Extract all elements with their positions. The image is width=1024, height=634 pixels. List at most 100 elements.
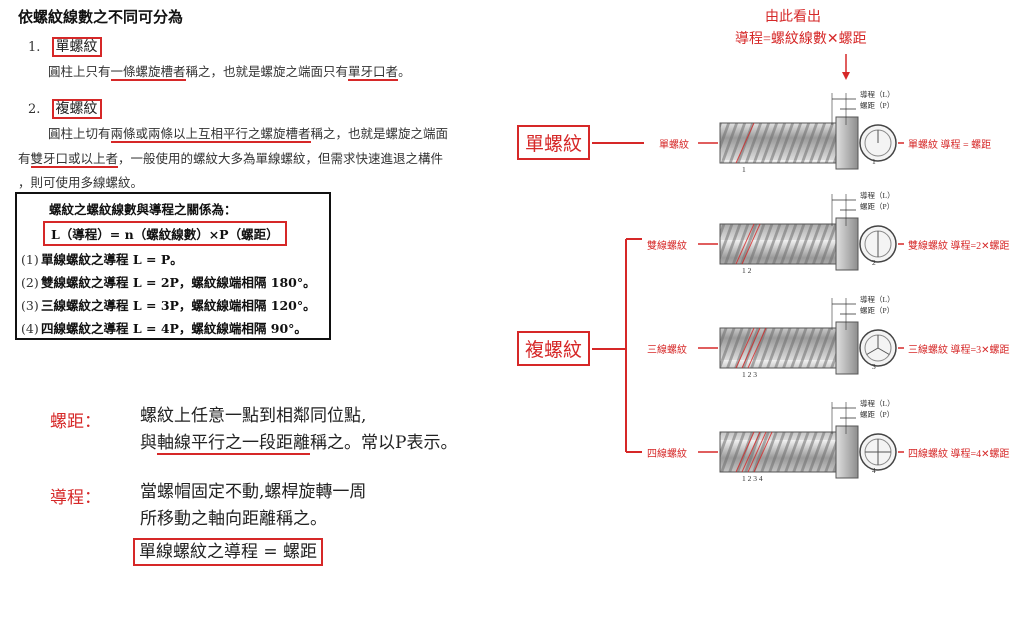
helix-start-line <box>735 223 755 265</box>
relation-item-1-text: 單線螺紋之導程 L = P。 <box>41 252 183 267</box>
row-2-dim-pitch: 螺距（P） <box>860 202 895 211</box>
row-4-left-label: 四線螺紋 <box>647 449 687 460</box>
start-marker <box>866 347 879 355</box>
relation-item-3: (3)三線螺紋之導程 L = 3P，螺紋線端相隔 120°。 <box>21 295 316 314</box>
item1-description: 圓柱上只有一條螺旋槽者稱之，也就是螺旋之端面只有單牙口者。 <box>48 59 411 84</box>
item2-line1-text: 圓柱上切有 <box>48 126 111 141</box>
item1-desc-end: 。 <box>398 64 411 79</box>
row-2-left-label: 雙線螺紋 <box>647 241 687 252</box>
row-4-dim-lead: 導程（L） <box>860 399 895 408</box>
row-3-right-label: 三線螺紋 導程=3✕螺距 <box>908 345 1010 356</box>
helix-start-line <box>741 431 761 473</box>
row-4-dim-pitch: 螺距（P） <box>860 410 895 419</box>
pitch-line2-underline: 軸線平行之一段距離 <box>157 433 310 455</box>
row-3-dim-lead: 導程（L） <box>860 295 895 304</box>
helix-start-line <box>747 327 767 369</box>
lead-line-2: 所移動之軸向距離稱之。 <box>140 509 327 529</box>
item2-line1-end: 稱之，也就是螺旋之端面 <box>310 126 449 141</box>
item1-desc-underline-2: 單牙口者 <box>348 64 399 81</box>
lead-boxed-statement: 單線螺紋之導程 = 螺距 <box>133 538 324 566</box>
pitch-line-2: 與軸線平行之一段距離稱之。常以P表示。 <box>140 430 457 457</box>
item2-line1-underline: 兩條或兩條以上互相平行之螺旋槽者 <box>110 126 311 143</box>
row-4-right-label: 四線螺紋 導程=4✕螺距 <box>908 449 1010 460</box>
lead-label: 導程： <box>50 488 101 508</box>
item2-title: 複螺紋 <box>51 99 102 119</box>
lead-line-1: 當螺帽固定不動,螺桿旋轉一周 <box>140 482 367 502</box>
nut <box>835 425 859 479</box>
row-1-right-label: 單螺紋 導程 = 螺距 <box>908 140 992 151</box>
helix-start-line <box>735 327 755 369</box>
row-3-start-numbers: 1 2 3 <box>742 370 757 379</box>
screw-row-2 <box>698 194 904 271</box>
relation-item-2-num: (2) <box>21 275 39 290</box>
thread-body <box>719 327 851 369</box>
thread-body <box>719 223 851 265</box>
helix-start-line <box>753 431 773 473</box>
row-2-right-label: 雙線螺紋 導程=2✕螺距 <box>908 241 1010 252</box>
item2-line2-end: ，一般使用的螺紋大多為單線螺紋，但需求快速進退之構件 <box>118 151 444 166</box>
item2-number: 2. <box>28 102 41 117</box>
row-4-end-numbers: 4 <box>872 466 876 475</box>
helix-start-line <box>741 223 761 265</box>
row-1-end-numbers: 1 <box>872 157 876 166</box>
row-1-dim-pitch: 螺距（P） <box>860 101 895 110</box>
row-3-end-numbers: 3 <box>872 362 876 371</box>
diagram-note-2: 導程=螺紋線數✕螺距 <box>735 32 867 47</box>
relation-item-4-num: (4) <box>21 321 39 336</box>
nut <box>835 321 859 375</box>
row-1-dim-lead: 導程（L） <box>860 90 895 99</box>
helix-start-line <box>735 122 755 164</box>
item1-desc-text: 圓柱上只有 <box>48 64 111 79</box>
item1-number: 1. <box>28 40 41 55</box>
helix-start-line <box>747 431 767 473</box>
row-1-start-numbers: 1 <box>742 165 746 174</box>
big-label-single: 單螺紋 <box>517 125 591 160</box>
row-3-left-label: 三線螺紋 <box>647 345 687 356</box>
relation-heading: 螺紋之螺紋線數與導程之關係為： <box>49 202 237 217</box>
pitch-label: 螺距： <box>50 412 101 432</box>
item1-header: 1. 單螺紋 <box>28 36 102 57</box>
row-2-end-numbers: 2 <box>872 258 876 267</box>
nut <box>835 116 859 170</box>
diagram-note-1: 由此看出 <box>765 10 821 25</box>
thread-body <box>719 431 851 473</box>
page-heading: 依螺紋線數之不同可分為 <box>18 8 184 26</box>
pitch-line2-end: 稱之。常以P表示。 <box>310 433 458 453</box>
relation-item-4-text: 四線螺紋之導程 L = 4P，螺紋線端相隔 90°。 <box>41 321 307 336</box>
item2-line-1: 圓柱上切有兩條或兩條以上互相平行之螺旋槽者稱之，也就是螺旋之端面 <box>48 121 448 146</box>
relation-item-1-num: (1) <box>21 252 39 267</box>
row-1-left-label: 單螺紋 <box>659 140 689 151</box>
item2-line-3: ，則可使用多線螺紋。 <box>18 175 144 190</box>
helix-start-line <box>741 327 761 369</box>
relation-item-4: (4)四線螺紋之導程 L = 4P，螺紋線端相隔 90°。 <box>21 318 307 337</box>
relation-formula: L（導程）= n（螺紋線數）×P（螺距） <box>43 221 287 246</box>
thread-diagram <box>592 54 904 479</box>
relation-box: 螺紋之螺紋線數與導程之關係為： L（導程）= n（螺紋線數）×P（螺距） (1)… <box>15 192 331 340</box>
helix-start-line <box>735 431 755 473</box>
item2-line-2: 有雙牙口或以上者，一般使用的螺紋大多為單線螺紋，但需求快速進退之構件 <box>18 146 443 171</box>
start-marker <box>877 347 890 355</box>
item1-desc-underline-1: 一條螺旋槽者 <box>110 64 186 81</box>
item2-header: 2. 複螺紋 <box>28 98 102 119</box>
item1-title: 單螺紋 <box>51 37 102 57</box>
thread-body <box>719 122 851 164</box>
pitch-line-1: 螺紋上任意一點到相鄰同位點, <box>140 406 367 426</box>
item2-line2-underline: 雙牙口或以上者 <box>30 151 119 168</box>
relation-item-3-num: (3) <box>21 298 39 313</box>
screw-row-4 <box>698 402 904 479</box>
item2-line2-text: 有 <box>18 151 31 166</box>
nut <box>835 217 859 271</box>
big-label-multi: 複螺紋 <box>517 331 591 366</box>
item1-desc-text-mid: 稱之，也就是螺旋之端面只有 <box>185 64 349 79</box>
row-2-start-numbers: 1 2 <box>742 266 752 275</box>
relation-item-1: (1)單線螺紋之導程 L = P。 <box>21 249 183 268</box>
row-4-start-numbers: 1 2 3 4 <box>742 474 763 483</box>
relation-item-3-text: 三線螺紋之導程 L = 3P，螺紋線端相隔 120°。 <box>41 298 316 313</box>
screw-row-1 <box>698 93 904 170</box>
row-3-dim-pitch: 螺距（P） <box>860 306 895 315</box>
relation-item-2-text: 雙線螺紋之導程 L = 2P，螺紋線端相隔 180°。 <box>41 275 316 290</box>
screw-row-3 <box>698 298 904 375</box>
pitch-line2-text: 與 <box>140 433 157 453</box>
relation-item-2: (2)雙線螺紋之導程 L = 2P，螺紋線端相隔 180°。 <box>21 272 316 291</box>
row-2-dim-lead: 導程（L） <box>860 191 895 200</box>
